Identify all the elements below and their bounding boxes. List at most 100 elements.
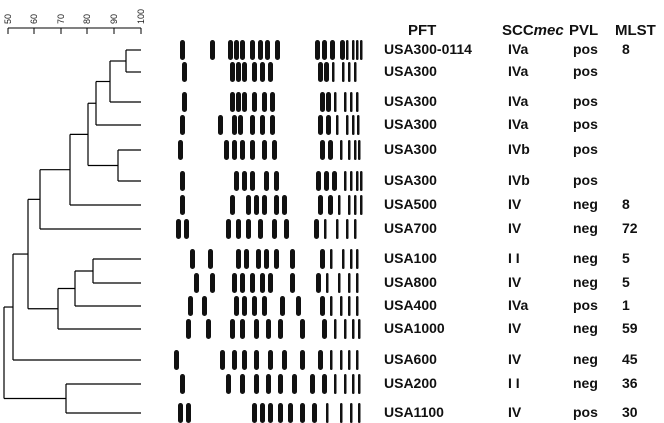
- gel-band: [350, 249, 353, 269]
- row-pvl: pos: [573, 93, 598, 109]
- row-mlst: 1: [622, 297, 630, 313]
- gel-band: [346, 40, 349, 60]
- row-pft: USA300: [384, 63, 437, 79]
- gel-band: [218, 115, 223, 135]
- row-pft: USA300: [384, 172, 437, 188]
- gel-band: [262, 140, 267, 160]
- gel-band: [272, 219, 277, 239]
- row-pvl: neg: [573, 320, 598, 336]
- row-sccmec: IV: [508, 220, 522, 236]
- gel-band: [360, 171, 363, 191]
- row-mlst: 5: [622, 274, 630, 290]
- gel-band: [282, 195, 287, 215]
- gel-band: [275, 40, 280, 60]
- gel-band: [314, 219, 319, 239]
- gel-band: [250, 273, 255, 293]
- row-pft: USA300: [384, 141, 437, 157]
- gel-band: [240, 273, 245, 293]
- gel-band: [274, 171, 279, 191]
- gel-band: [350, 171, 353, 191]
- gel-band: [315, 40, 320, 60]
- pvl-header: PVL: [569, 22, 599, 39]
- gel-band: [228, 40, 233, 60]
- gel-band: [324, 171, 329, 191]
- gel-band: [284, 219, 289, 239]
- gel-band: [354, 140, 357, 160]
- gel-band: [270, 115, 275, 135]
- row-pvl: pos: [573, 172, 598, 188]
- gel-band: [265, 40, 270, 60]
- gel-band: [320, 140, 325, 160]
- gel-band: [322, 374, 327, 394]
- gel-band: [356, 273, 359, 293]
- gel-band: [210, 40, 215, 60]
- gel-band: [348, 296, 351, 316]
- gel-band: [252, 403, 257, 423]
- gel-band: [176, 219, 181, 239]
- gel-band: [348, 140, 351, 160]
- gel-band: [300, 319, 305, 339]
- gel-band: [334, 319, 337, 339]
- row-pft: USA500: [384, 196, 437, 212]
- row-pvl: neg: [573, 196, 598, 212]
- gel-band: [312, 403, 317, 423]
- gel-band: [320, 249, 325, 269]
- gel-band: [348, 273, 351, 293]
- row-sccmec: IVa: [508, 297, 529, 313]
- row-pvl: pos: [573, 141, 598, 157]
- gel-band: [296, 296, 301, 316]
- gel-band: [232, 350, 237, 370]
- gel-band: [262, 195, 267, 215]
- gel-band: [210, 273, 215, 293]
- row-pvl: neg: [573, 351, 598, 367]
- row-sccmec: IVa: [508, 41, 529, 57]
- row-pft: USA300-0114: [384, 41, 472, 57]
- gel-band: [292, 374, 297, 394]
- gel-band: [340, 40, 345, 60]
- row-pft: USA1000: [384, 320, 445, 336]
- gel-band: [230, 62, 235, 82]
- gel-band: [230, 319, 235, 339]
- gel-band: [340, 350, 343, 370]
- gel-band: [262, 92, 267, 112]
- row-pvl: pos: [573, 297, 598, 313]
- gel-band: [354, 219, 357, 239]
- gel-band: [334, 374, 337, 394]
- gel-band: [288, 403, 293, 423]
- gel-band: [180, 374, 185, 394]
- gel-band: [344, 92, 347, 112]
- row-mlst: 5: [622, 250, 630, 266]
- gel-band: [338, 273, 341, 293]
- gel-band: [260, 273, 265, 293]
- gel-band: [352, 40, 355, 60]
- gel-band: [236, 62, 241, 82]
- gel-band: [242, 92, 247, 112]
- gel-band: [356, 171, 359, 191]
- gel-band: [240, 319, 245, 339]
- gel-band: [330, 40, 335, 60]
- gel-band: [234, 171, 239, 191]
- gel-band: [356, 92, 359, 112]
- gel-band: [252, 92, 257, 112]
- gel-band: [206, 319, 211, 339]
- gel-band: [318, 62, 323, 82]
- row-mlst: 72: [622, 220, 638, 236]
- pfge-gel-image: [174, 40, 363, 423]
- gel-band: [358, 140, 361, 160]
- gel-band: [278, 319, 283, 339]
- row-mlst: 8: [622, 196, 630, 212]
- gel-band: [274, 249, 279, 269]
- gel-band: [250, 171, 255, 191]
- gel-band: [182, 92, 187, 112]
- gel-band: [268, 403, 273, 423]
- gel-band: [260, 62, 265, 82]
- gel-band: [266, 374, 271, 394]
- gel-band: [318, 115, 323, 135]
- row-mlst: 8: [622, 41, 630, 57]
- row-sccmec: I I: [508, 250, 520, 266]
- gel-band: [300, 403, 305, 423]
- row-mlst: 30: [622, 404, 638, 420]
- row-sccmec: IV: [508, 404, 522, 420]
- gel-band: [272, 140, 277, 160]
- gel-band: [240, 374, 245, 394]
